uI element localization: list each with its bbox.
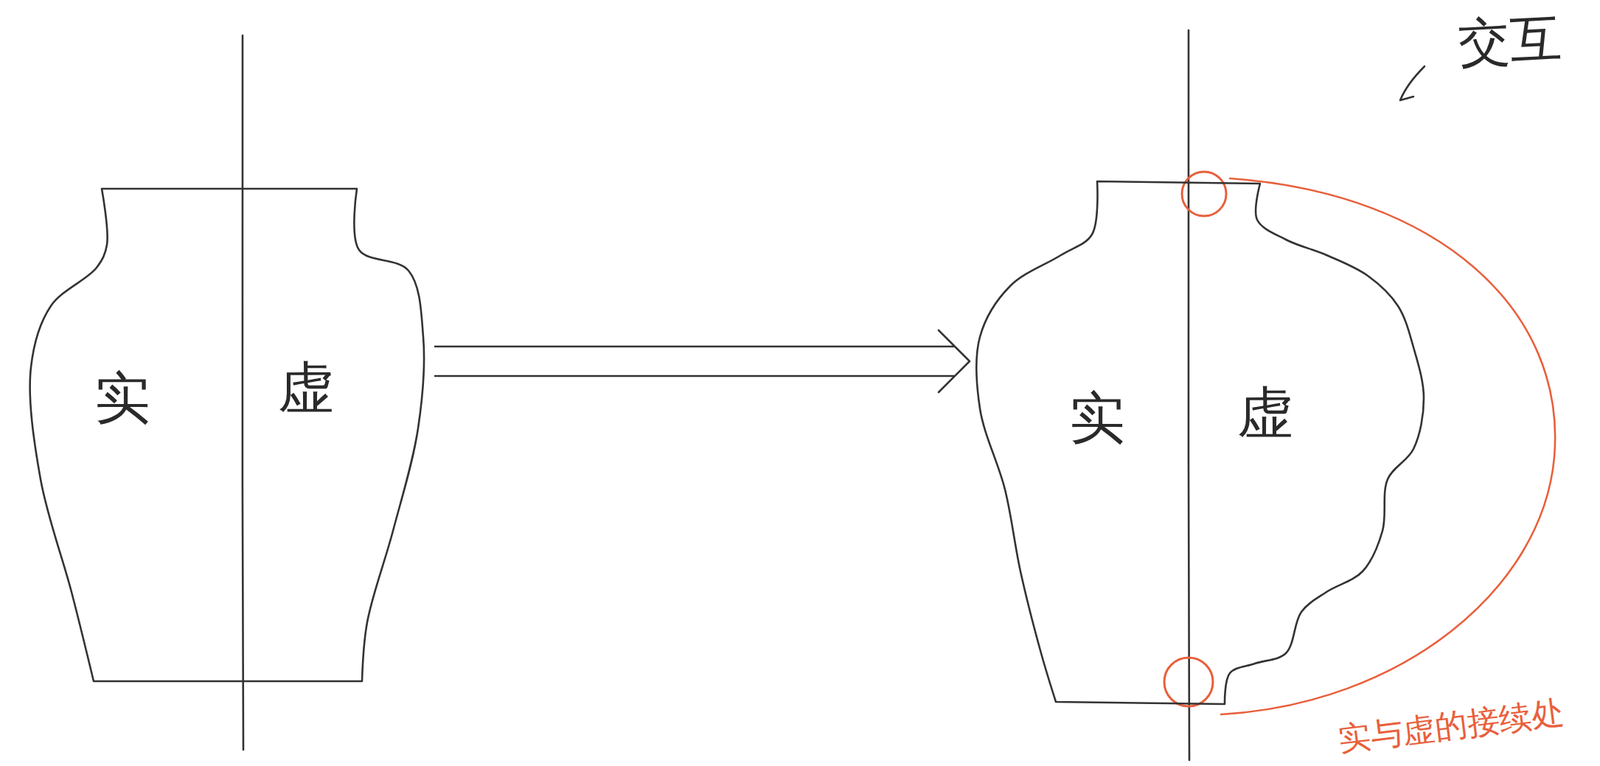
note-text: 实与虚的接续处 bbox=[1336, 694, 1567, 758]
vase-figure: 实虚 bbox=[969, 173, 1435, 716]
axis-line bbox=[242, 35, 244, 750]
vase-figure: 实虚 bbox=[22, 180, 436, 694]
text-holder: 实 bbox=[94, 367, 151, 430]
label-holder: 实与虚的接续处 bbox=[1336, 694, 1567, 758]
text-holder: 虚 bbox=[277, 356, 335, 419]
vase-outline-svg bbox=[22, 180, 436, 694]
region-label: 实 bbox=[1069, 387, 1126, 450]
vase-outline bbox=[30, 188, 424, 682]
region-label: 虚 bbox=[277, 356, 335, 419]
note-text: 交互 bbox=[1456, 10, 1564, 73]
axis-line bbox=[1188, 30, 1190, 761]
bracket-arc bbox=[1221, 178, 1556, 715]
pointer-mark bbox=[1400, 66, 1425, 101]
double-arrow bbox=[435, 330, 970, 393]
vase-outline-svg bbox=[969, 173, 1435, 716]
joint-circle bbox=[1164, 657, 1213, 707]
text-holder: 实 bbox=[1069, 387, 1126, 450]
text-holder: 虚 bbox=[1237, 381, 1294, 444]
region-label: 虚 bbox=[1237, 381, 1294, 444]
region-label: 实 bbox=[94, 367, 151, 430]
label-holder: 交互 bbox=[1456, 10, 1564, 73]
vase-outline bbox=[976, 181, 1424, 705]
joint-circle bbox=[1181, 171, 1227, 217]
